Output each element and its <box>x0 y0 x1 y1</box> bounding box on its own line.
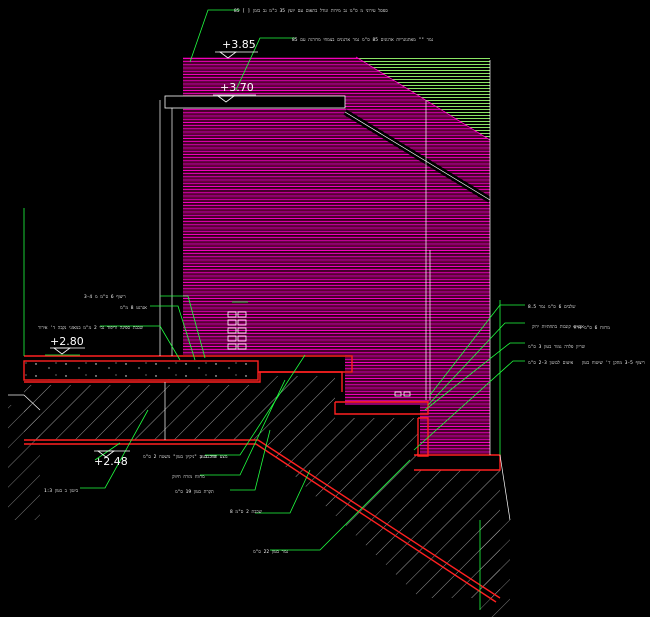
note-16: גמר בטון 22 ס"מ <box>253 549 289 555</box>
note-4: אגרגט 8 מ"מ <box>120 305 147 311</box>
note-13: מרווח מזרח חיזוק <box>172 475 205 480</box>
note-7: אבנים קונבות בתחתיות ירוק <box>532 325 584 330</box>
note-6: שלבים 6 ס"מ גמר 8.5 <box>528 304 576 310</box>
note-10: איטום לבוטון 2-3 ס"מ <box>528 360 574 366</box>
note-18: מצע חוזר בטון <box>200 455 228 460</box>
level-ceiling: +3.70 <box>220 81 254 94</box>
note-14: תקרת בטון 19 ס"מ <box>175 489 214 495</box>
note-12: הרכבה ב "ניקיון בטון" משטח 2 ס"מ <box>143 454 217 460</box>
paver-blocks <box>227 311 411 397</box>
note-11: ריצוף 3-5 מתקן ד' שיטוח בטון <box>582 360 645 366</box>
note-8: מרווח 6 ס"מ גירור <box>573 325 610 331</box>
note-9: שריון פלדה גמור בטון 3 ס"מ <box>528 344 586 350</box>
level-floor: +2.80 <box>50 335 84 348</box>
note-17: ביטון ב בטון 1:3 <box>44 488 78 494</box>
concrete-outlines <box>23 95 501 603</box>
note-3: ריצוף 6 ס"מ מ 3-4 <box>84 294 126 300</box>
construction-lines <box>8 60 511 521</box>
leader-lines <box>23 9 525 610</box>
note-2: גמר "" מאתנוגריות ארגונים 85 ס"מ גמר ארג… <box>292 37 434 43</box>
soil-hatch <box>8 376 510 617</box>
level-lower: +2.48 <box>94 455 128 468</box>
annotations: ספסל עירוני מ ס"מ גב מידות וגודל בתאום ע… <box>38 8 645 555</box>
note-1: ספסל עירוני מ ס"מ גב מידות וגודל בתאום ע… <box>234 8 388 14</box>
note-5: שכבת ספיגה וריפוד גבי 2 מ"מ במאזני נקבה … <box>38 325 144 331</box>
cladding-wall <box>183 56 492 455</box>
note-15: שכבת 2 ס"מ 8 <box>230 509 263 515</box>
level-labels: +3.85 +3.70 +2.80 +2.48 <box>50 38 256 468</box>
level-markers <box>50 51 258 458</box>
level-top: +3.85 <box>222 38 256 51</box>
